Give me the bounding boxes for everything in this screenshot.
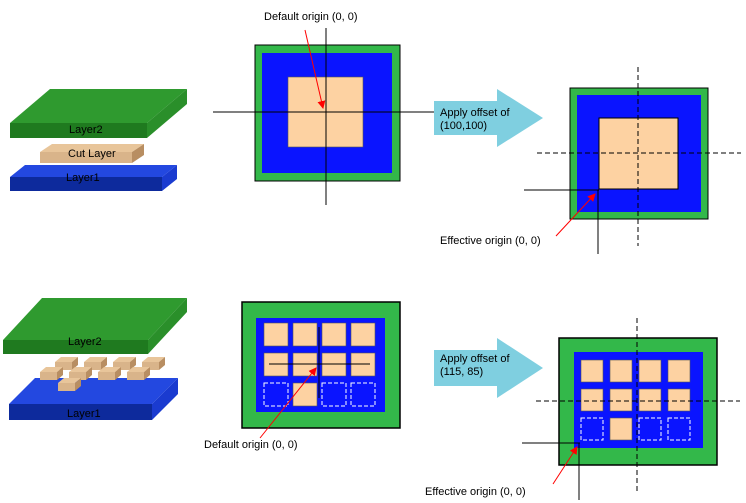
top-layer1-side [162, 165, 177, 191]
via-cut-placeholder [638, 417, 662, 441]
cut-cube [98, 367, 121, 380]
top-default-origin-label: Default origin (0, 0) [264, 11, 358, 23]
top-arrow-label-line2: (100,100) [440, 120, 487, 132]
cut-cube [40, 367, 63, 380]
top-arrow-shape [434, 89, 543, 147]
bottom-layer2-side [148, 298, 187, 354]
cut-cube [55, 357, 78, 370]
via-cut-cell [609, 388, 633, 412]
via-cut-placeholder [350, 382, 376, 407]
via-cut-cell [638, 359, 662, 383]
top-cut-front [40, 152, 132, 163]
bottom-arrow-label-line2: (115, 85) [440, 366, 483, 378]
bottom-effective-origin-pointer [552, 446, 578, 485]
bottom-layer1-front [9, 404, 152, 420]
bottom-layer2-topface [3, 298, 187, 340]
via-cut-cell [350, 322, 376, 347]
via-cut-cell [580, 359, 604, 383]
via-cut-cell [263, 322, 289, 347]
via-cut-cell [638, 388, 662, 412]
bottom-arrow-label-line1: Apply offset of [440, 353, 510, 365]
cut-cube [127, 367, 150, 380]
via-cut-cell [667, 388, 691, 412]
bottom-offset-arrow: Apply offset of (115, 85) [434, 338, 543, 398]
bottom-cut-cubes [40, 357, 165, 391]
bottom-arrow-shape [434, 338, 543, 398]
via-cut-cell [580, 388, 604, 412]
top-offset-arrow: Apply offset of (100,100) [434, 89, 543, 147]
bottom-layer1-topface [9, 378, 178, 404]
via-cut-placeholder [321, 382, 347, 407]
bottom-offset-cells [580, 359, 691, 441]
via-cut-cell [609, 417, 633, 441]
cut-cube [69, 367, 92, 380]
via-cut-placeholder [667, 417, 691, 441]
top-cut-layer-label: Cut Layer [68, 148, 116, 160]
top-layer1-label: Layer1 [66, 172, 100, 184]
top-layer2-front [10, 123, 147, 138]
via-cut-placeholder [580, 417, 604, 441]
top-layer2-topface [10, 89, 187, 123]
top-effective-origin-label: Effective origin (0, 0) [440, 235, 541, 247]
bottom-offset-via: Effective origin (0, 0) [425, 318, 740, 500]
cut-cube [84, 357, 107, 370]
top-default-via: Default origin (0, 0) [213, 11, 437, 205]
cut-cube [58, 378, 81, 391]
bottom-layer2-label: Layer2 [68, 336, 102, 348]
bottom-default-origin-label: Default origin (0, 0) [204, 439, 298, 451]
top-layer1-topface [10, 165, 177, 177]
top-layer2-label: Layer2 [69, 124, 103, 136]
top-effective-origin-pointer [555, 193, 596, 237]
via-cut-cell [667, 359, 691, 383]
via-cut-cell [292, 322, 318, 347]
top-layer1-slab [10, 177, 162, 191]
via-cut-cell [321, 322, 347, 347]
bottom-layer1-side [152, 378, 178, 420]
top-cut-top [40, 144, 144, 152]
top-layer-stack: Layer2 Cut Layer Layer1 [10, 89, 187, 191]
bottom-layer-stack: Layer2 Layer1 [3, 298, 187, 420]
top-default-origin-pointer [304, 29, 326, 109]
bottom-default-via: Default origin (0, 0) [204, 301, 401, 451]
bottom-default-origin-pointer [259, 367, 317, 439]
top-layer2-side [147, 89, 187, 138]
cut-cube [142, 357, 165, 370]
top-offset-via: Effective origin (0, 0) [440, 67, 741, 254]
via-cut-placeholder [263, 382, 289, 407]
via-cut-cell [292, 382, 318, 407]
top-arrow-label-line1: Apply offset of [440, 107, 510, 119]
top-cut-side [132, 144, 144, 163]
cut-cube [113, 357, 136, 370]
bottom-layer1-label: Layer1 [67, 408, 101, 420]
bottom-layer2-front [3, 340, 148, 354]
via-cut-cell [609, 359, 633, 383]
bottom-effective-origin-label: Effective origin (0, 0) [425, 486, 526, 498]
